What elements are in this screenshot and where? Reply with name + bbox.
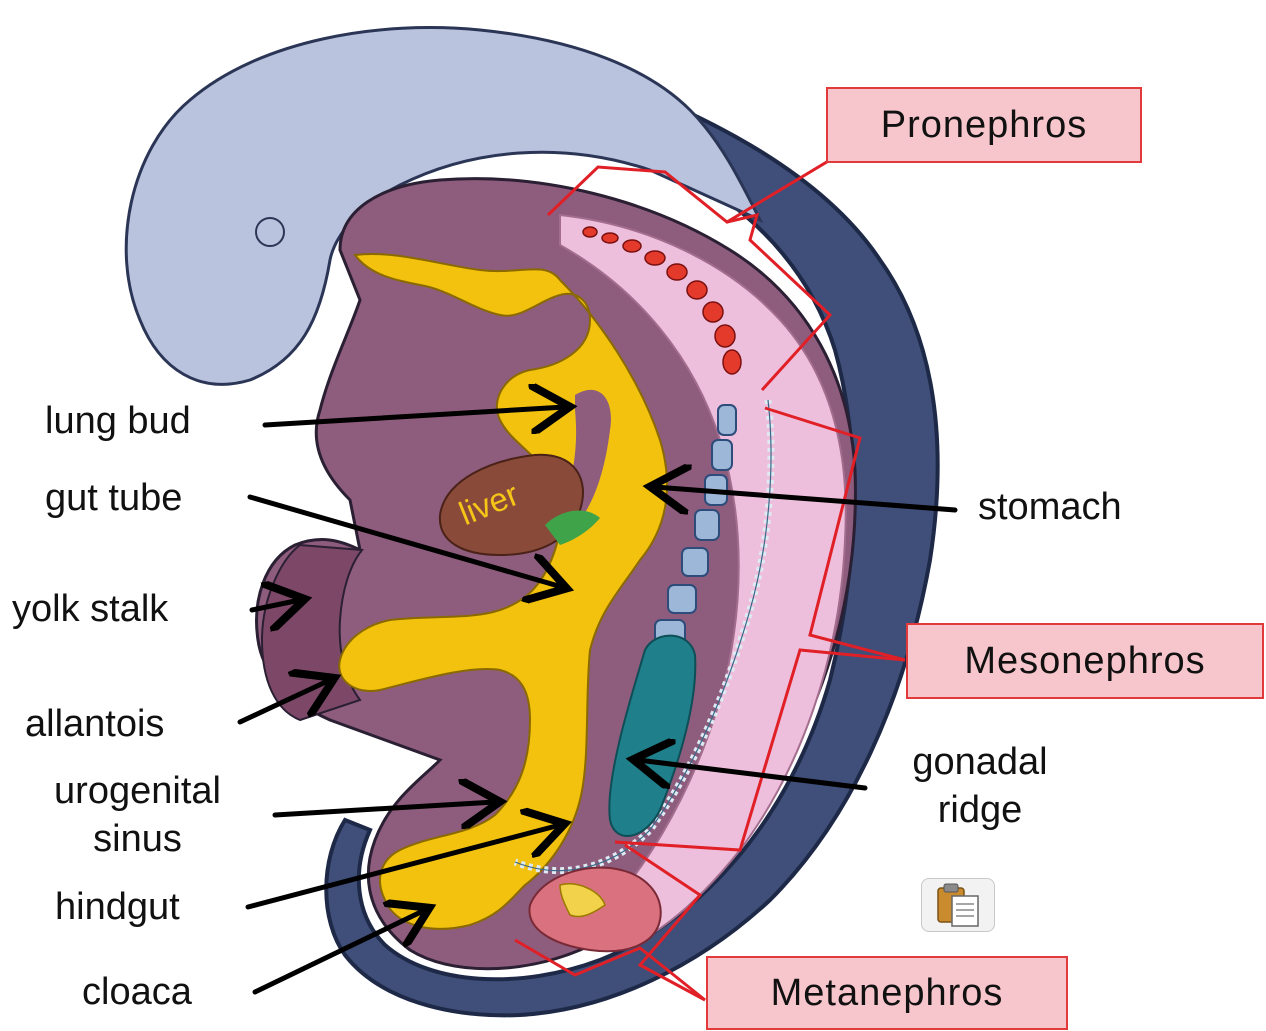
label-gut-tube: gut tube bbox=[45, 479, 182, 517]
label-hindgut: hindgut bbox=[55, 888, 180, 926]
label-gonadal-ridge: gonadal ridge bbox=[880, 738, 1080, 834]
label-stomach: stomach bbox=[978, 488, 1122, 526]
label-lung-bud: lung bud bbox=[45, 402, 191, 440]
label-gonadal-line2: ridge bbox=[880, 786, 1080, 834]
region-box-metanephros: Metanephros bbox=[706, 956, 1068, 1030]
label-yolk-stalk: yolk stalk bbox=[12, 590, 168, 628]
clipboard-paste-icon[interactable] bbox=[921, 878, 995, 932]
label-gonadal-line1: gonadal bbox=[880, 738, 1080, 786]
label-urogenital-line2: sinus bbox=[20, 815, 255, 863]
label-urogenital-sinus: urogenital sinus bbox=[20, 767, 255, 863]
clipboard-glyph bbox=[922, 879, 994, 931]
label-allantois: allantois bbox=[25, 705, 164, 743]
region-box-pronephros: Pronephros bbox=[826, 87, 1142, 163]
region-box-mesonephros: Mesonephros bbox=[906, 623, 1264, 699]
label-cloaca: cloaca bbox=[82, 973, 192, 1011]
label-urogenital-line1: urogenital bbox=[20, 767, 255, 815]
